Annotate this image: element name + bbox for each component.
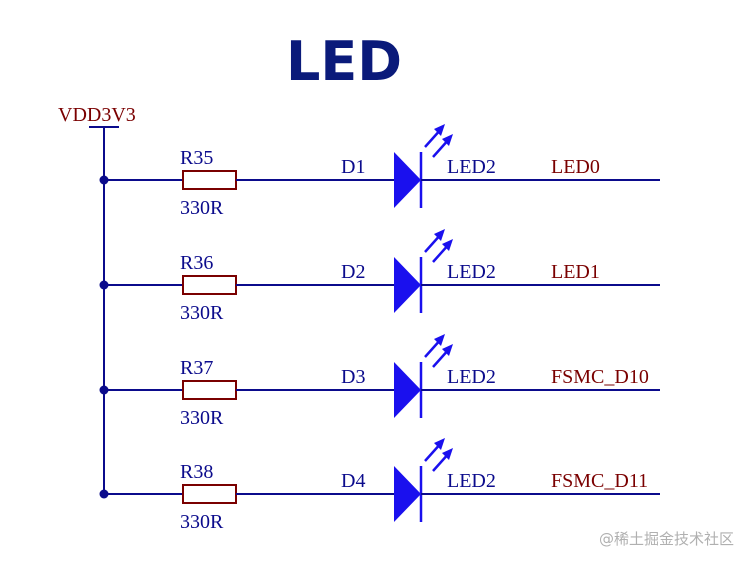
- diode-part: LED2: [447, 470, 496, 492]
- diode-designator: D1: [341, 156, 366, 178]
- light-arrow-head: [442, 239, 453, 251]
- resistor-value: 330R: [180, 511, 224, 533]
- light-arrow-head: [434, 229, 445, 241]
- light-arrow-head: [442, 448, 453, 460]
- net-label: LED0: [551, 156, 600, 178]
- diode-part: LED2: [447, 261, 496, 283]
- resistor-designator: R36: [180, 252, 214, 274]
- light-arrow-head: [434, 124, 445, 136]
- light-arrow-head: [434, 438, 445, 450]
- led-row: [99, 334, 660, 418]
- light-arrow-head: [442, 344, 453, 356]
- resistor-symbol: [182, 484, 237, 504]
- resistor-designator: R38: [180, 461, 214, 483]
- light-arrow-head: [442, 134, 453, 146]
- resistor-symbol: [182, 170, 237, 190]
- net-label: LED1: [551, 261, 600, 283]
- diode-designator: D4: [341, 470, 366, 492]
- led-row: [99, 229, 660, 313]
- led-row: [99, 438, 660, 522]
- resistor-designator: R37: [180, 357, 214, 379]
- diode-symbol: [394, 152, 421, 208]
- diode-part: LED2: [447, 366, 496, 388]
- diode-designator: D2: [341, 261, 366, 283]
- resistor-value: 330R: [180, 302, 224, 324]
- diode-designator: D3: [341, 366, 366, 388]
- diode-symbol: [394, 257, 421, 313]
- diode-symbol: [394, 362, 421, 418]
- led-row: [99, 124, 660, 208]
- resistor-symbol: [182, 275, 237, 295]
- power-net-label: VDD3V3: [58, 104, 136, 126]
- resistor-symbol: [182, 380, 237, 400]
- diagram-title: LED: [285, 30, 403, 93]
- light-arrow-head: [434, 334, 445, 346]
- resistor-value: 330R: [180, 407, 224, 429]
- diode-part: LED2: [447, 156, 496, 178]
- resistor-value: 330R: [180, 197, 224, 219]
- net-label: FSMC_D11: [551, 470, 649, 492]
- diode-symbol: [394, 466, 421, 522]
- resistor-designator: R35: [180, 147, 214, 169]
- net-label: FSMC_D10: [551, 366, 649, 388]
- watermark: @稀土掘金技术社区: [598, 530, 734, 548]
